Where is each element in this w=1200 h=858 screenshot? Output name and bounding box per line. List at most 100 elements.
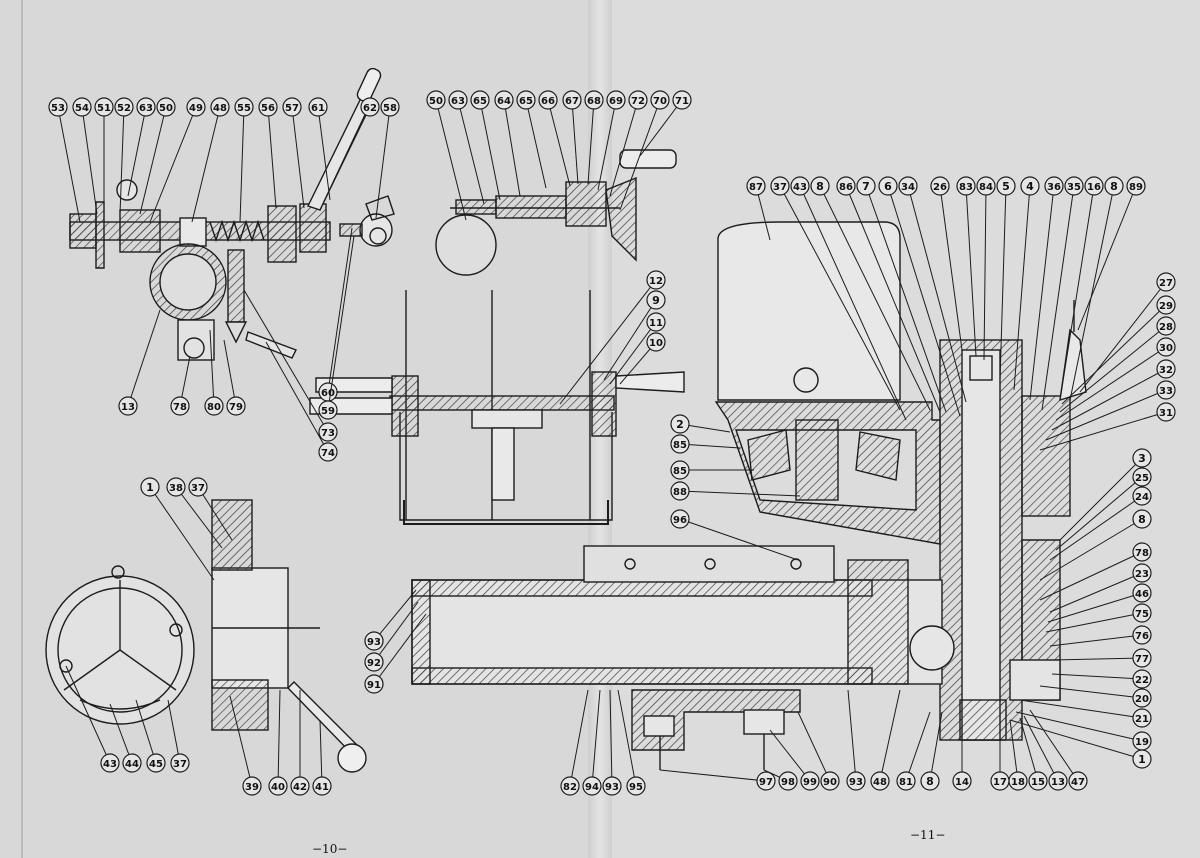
- callout-circle: [896, 771, 916, 791]
- callout-circle: [146, 753, 166, 773]
- leader-line: [243, 289, 329, 433]
- callout-circle: [1132, 486, 1152, 506]
- leader-line: [1049, 572, 1143, 613]
- leader-line: [769, 729, 811, 782]
- callout-number: 6: [884, 180, 892, 193]
- callout-number: 30: [1159, 343, 1173, 354]
- callout-circle: [72, 97, 92, 117]
- leader-line: [929, 711, 943, 782]
- leader-line: [1049, 495, 1143, 561]
- callout-circle: [364, 652, 384, 672]
- callout-number: 50: [159, 103, 173, 114]
- callout-number: 26: [933, 182, 947, 193]
- leader-line: [609, 689, 613, 787]
- callout-circle: [670, 414, 690, 434]
- leader-line: [373, 601, 419, 663]
- callout-number: 47: [1071, 777, 1085, 788]
- callout-number: 25: [1135, 473, 1149, 484]
- leader-line: [191, 106, 221, 223]
- callout-circle: [670, 509, 690, 529]
- callout-circle: [242, 776, 262, 796]
- leader-line: [983, 185, 987, 361]
- callout-circle: [996, 176, 1016, 196]
- callout-number: 97: [759, 777, 773, 788]
- leader-line: [879, 689, 901, 782]
- callout-circle: [820, 771, 840, 791]
- callout-number: 41: [315, 782, 329, 793]
- callout-circle: [166, 477, 186, 497]
- leader-line: [139, 106, 167, 215]
- callout-number: 98: [781, 777, 795, 788]
- callout-number: 43: [103, 759, 117, 770]
- callout-circle: [628, 90, 648, 110]
- callout-circle: [1132, 448, 1152, 468]
- callout-circle: [646, 312, 666, 332]
- leader-line: [559, 279, 657, 405]
- callout-number: 91: [367, 680, 381, 691]
- callout-circle: [448, 90, 468, 110]
- callout-number: 86: [839, 182, 853, 193]
- callout-number: 18: [1011, 777, 1025, 788]
- leader-line: [319, 106, 371, 211]
- callout-circle: [318, 422, 338, 442]
- leader-line: [277, 689, 281, 787]
- callout-circle: [1008, 771, 1028, 791]
- callout-circle: [646, 290, 666, 310]
- callout-circle: [136, 97, 156, 117]
- callout-circle: [606, 90, 626, 110]
- callout-number: 37: [773, 182, 787, 193]
- callout-number: 1: [1138, 753, 1146, 766]
- leader-line: [1059, 325, 1167, 413]
- leader-line: [319, 719, 323, 787]
- callout-number: 85: [673, 466, 687, 477]
- callout-number: 94: [585, 782, 599, 793]
- callout-circle: [258, 97, 278, 117]
- leader-line: [679, 518, 799, 561]
- callout-circle: [170, 753, 190, 773]
- leader-line: [659, 769, 767, 782]
- leader-line: [1077, 185, 1137, 331]
- callout-circle: [1104, 176, 1124, 196]
- callout-circle: [312, 776, 332, 796]
- callout-number: 8: [926, 775, 934, 788]
- callout-number: 1: [146, 481, 154, 494]
- callout-circle: [268, 776, 288, 796]
- callout-circle: [920, 771, 940, 791]
- callout-circle: [470, 90, 490, 110]
- leader-line: [1059, 185, 1095, 401]
- callout-number: 3: [1138, 452, 1146, 465]
- callout-circle: [118, 396, 138, 416]
- callout-number: 22: [1135, 675, 1149, 686]
- leader-line: [327, 227, 353, 393]
- callout-circle: [290, 776, 310, 796]
- callout-circle: [790, 176, 810, 196]
- callout-circle: [856, 176, 876, 196]
- callout-circle: [952, 771, 972, 791]
- leader-line: [779, 185, 901, 411]
- callout-number: 20: [1135, 694, 1149, 705]
- callout-circle: [1068, 771, 1088, 791]
- callout-circle: [1132, 603, 1152, 623]
- leader-line: [373, 589, 417, 642]
- leader-line: [1019, 699, 1143, 719]
- callout-number: 16: [1087, 182, 1101, 193]
- leader-line: [587, 99, 595, 185]
- callout-number: 59: [321, 406, 335, 417]
- callout-number: 65: [473, 96, 487, 107]
- callout-number: 12: [649, 276, 663, 287]
- callout-circle: [1132, 563, 1152, 583]
- callout-circle: [626, 776, 646, 796]
- callout-circle: [226, 396, 246, 416]
- callout-number: 87: [749, 182, 763, 193]
- callout-circle: [746, 176, 766, 196]
- leader-line: [1051, 673, 1143, 680]
- leader-line: [1029, 185, 1055, 401]
- callout-circle: [234, 97, 254, 117]
- leader-line: [291, 106, 305, 209]
- callout-circle: [1028, 771, 1048, 791]
- callout-number: 43: [793, 182, 807, 193]
- callout-number: 5: [1002, 180, 1010, 193]
- callout-number: 13: [121, 402, 135, 413]
- callout-circle: [1126, 176, 1146, 196]
